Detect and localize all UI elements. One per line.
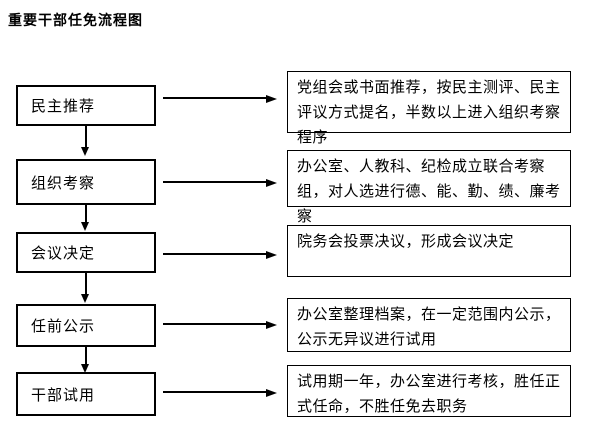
flow-step-box-3: 会议决定 (16, 232, 156, 273)
flow-step-box-4: 任前公示 (16, 304, 156, 347)
flow-step-label-3: 会议决定 (31, 245, 96, 262)
flow-detail-text-4: 办公室整理档案，在一定范围内公示，公示无异议进行试用 (297, 306, 561, 348)
flow-step-label-4: 任前公示 (31, 318, 96, 335)
down-arrow-connector-3 (81, 273, 89, 303)
right-arrow-connector-2 (163, 179, 277, 187)
flow-detail-box-1: 党组会或书面推荐，按民主测评、民主评议方式提名，半数以上进入组织考察程序 (287, 71, 571, 146)
flow-detail-text-1: 党组会或书面推荐，按民主测评、民主评议方式提名，半数以上进入组织考察程序 (297, 79, 561, 146)
down-arrow-connector-4 (81, 347, 89, 373)
right-arrow-connector-3 (163, 251, 277, 259)
flow-step-label-2: 组织考察 (31, 174, 96, 192)
right-arrow-connector-1 (163, 95, 277, 103)
flow-detail-box-5: 试用期一年，办公室进行考核，胜任正式任命，不胜任免去职务 (287, 365, 571, 417)
flow-detail-box-2: 办公室、人教科、纪检成立联合考察组，对人选进行德、能、勤、绩、廉考察 (287, 150, 571, 225)
right-arrow-connector-5 (163, 389, 277, 397)
flow-step-label-1: 民主推荐 (31, 98, 96, 115)
flow-step-box-5: 干部试用 (16, 372, 156, 416)
flow-detail-box-3: 院务会投票决议，形成会议决定 (287, 225, 571, 277)
flow-detail-text-2: 办公室、人教科、纪检成立联合考察组，对人选进行德、能、勤、绩、廉考察 (297, 158, 561, 225)
down-arrow-connector-1 (81, 126, 89, 156)
flow-step-box-2: 组织考察 (16, 159, 156, 205)
page-title: 重要干部任免流程图 (8, 12, 143, 28)
flow-step-label-5: 干部试用 (31, 386, 96, 404)
flow-detail-text-3: 院务会投票决议，形成会议决定 (297, 233, 515, 250)
flow-detail-text-5: 试用期一年，办公室进行考核，胜任正式任命，不胜任免去职务 (297, 373, 561, 415)
flow-step-box-1: 民主推荐 (16, 85, 156, 126)
right-arrow-connector-4 (163, 321, 277, 329)
flow-detail-box-4: 办公室整理档案，在一定范围内公示，公示无异议进行试用 (287, 298, 571, 352)
down-arrow-connector-2 (81, 205, 89, 231)
